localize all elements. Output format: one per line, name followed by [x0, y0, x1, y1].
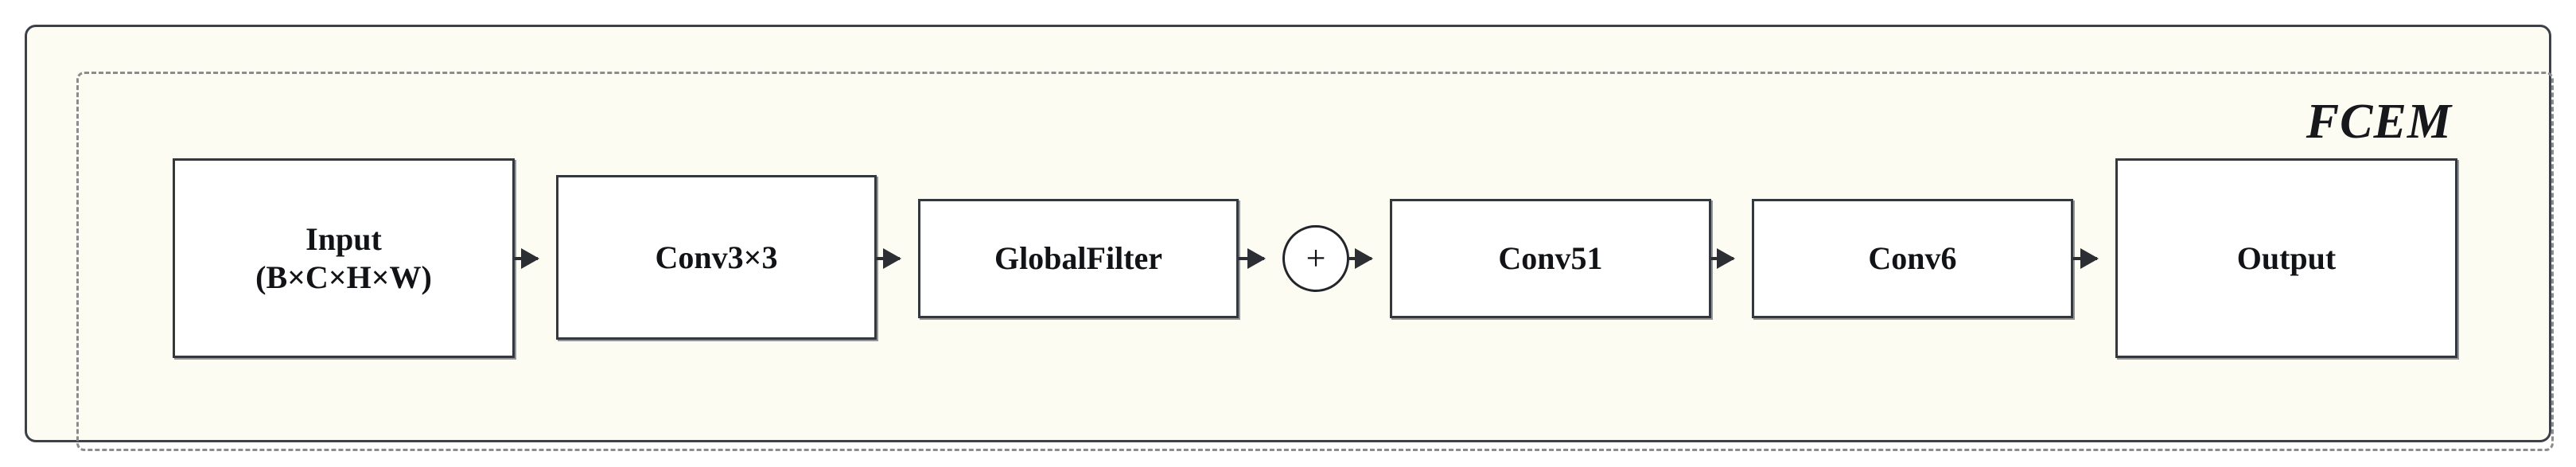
- sum-node-plus-icon: +: [1282, 225, 1349, 292]
- node-conv3x3-label: Conv3×3: [655, 239, 778, 275]
- sum-node-label: +: [1306, 239, 1326, 278]
- fcem-outer-frame: FCEM Input (B×C×H×W) Conv3×3 GlobalFilte…: [25, 25, 2554, 451]
- node-output: Output: [2115, 158, 2457, 358]
- node-conv6: Conv6: [1752, 199, 2073, 318]
- arrow-conv33-to-globalfilter: [877, 257, 900, 260]
- arrow-globalfilter-to-sum: [1239, 257, 1264, 260]
- module-label-fcem: FCEM: [2306, 95, 2452, 149]
- node-conv51-label: Conv51: [1498, 240, 1603, 277]
- node-conv6-label: Conv6: [1868, 240, 1957, 277]
- fcem-dashed-boundary: [76, 72, 2554, 451]
- arrow-conv51-to-conv6: [1711, 257, 1734, 260]
- arrow-conv6-to-output: [2073, 257, 2097, 260]
- arrow-input-to-conv33: [515, 257, 538, 260]
- node-globalfilter-label: GlobalFilter: [994, 240, 1163, 277]
- node-globalfilter: GlobalFilter: [918, 199, 1239, 318]
- node-output-label: Output: [2236, 239, 2337, 276]
- node-input: Input (B×C×H×W): [173, 158, 515, 358]
- node-input-label: Input (B×C×H×W): [255, 221, 432, 295]
- arrow-sum-to-conv51: [1349, 257, 1372, 260]
- node-conv3x3: Conv3×3: [556, 175, 877, 340]
- node-conv51: Conv51: [1390, 199, 1711, 318]
